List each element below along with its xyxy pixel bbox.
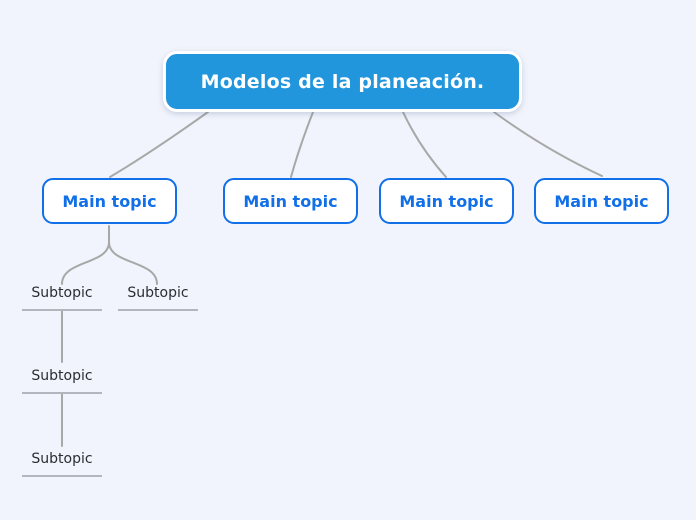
- connector-main1-to-subtopic-left: [61, 241, 110, 285]
- main-topic-node-2[interactable]: Main topic: [223, 178, 358, 224]
- connector-root-to-main-1: [109, 111, 209, 178]
- main-topic-node-4[interactable]: Main topic: [534, 178, 669, 224]
- connector-root-to-main-3: [402, 111, 447, 178]
- connector-root-to-main-2: [290, 111, 314, 178]
- connector-main1-to-subtopic-right: [108, 241, 158, 285]
- connector-root-to-main-4: [493, 111, 603, 177]
- subtopic-node-3[interactable]: Subtopic: [22, 368, 102, 394]
- subtopic-node-2[interactable]: Subtopic: [118, 285, 198, 311]
- main-topic-node-3[interactable]: Main topic: [379, 178, 514, 224]
- subtopic-node-1[interactable]: Subtopic: [22, 285, 102, 311]
- subtopic-node-4[interactable]: Subtopic: [22, 451, 102, 477]
- main-topic-node-1[interactable]: Main topic: [42, 178, 177, 224]
- root-topic-node[interactable]: Modelos de la planeación.: [163, 51, 522, 112]
